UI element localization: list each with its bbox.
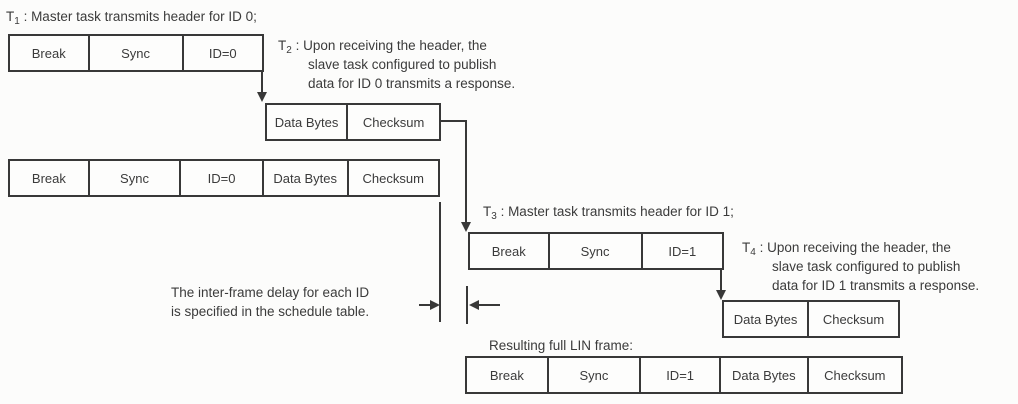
cell-id1: ID=1	[668, 243, 697, 259]
arrow-down-icon	[461, 222, 471, 232]
t4-text-line3: data for ID 1 transmits a response.	[772, 278, 980, 293]
interframe-text-line1: The inter-frame delay for each ID	[171, 285, 370, 300]
t2-text-line1: : Upon receiving the header, the	[291, 38, 487, 53]
arrow-left-icon	[469, 300, 479, 310]
connector-response0-horizontal-line	[441, 120, 467, 122]
note-t4: T4 : Upon receiving the header, the slav…	[742, 238, 979, 295]
cell-checksum: Checksum	[822, 311, 885, 327]
cell-break: Break	[10, 36, 90, 70]
note-t1: T1 : Master task transmits header for ID…	[6, 7, 257, 27]
t4-label: T	[742, 240, 751, 255]
t2-text-line3: data for ID 0 transmits a response.	[308, 76, 516, 91]
cell-break: Break	[10, 161, 90, 195]
t3-text: : Master task transmits header for ID 1;	[496, 204, 734, 219]
arrow-down-icon	[257, 92, 267, 102]
cell-break: Break	[470, 234, 550, 268]
t2-label: T	[278, 38, 287, 53]
note-t3: T3 : Master task transmits header for ID…	[483, 202, 734, 222]
t1-text: : Master task transmits header for ID 0;	[19, 9, 257, 24]
cell-sync: Sync	[549, 358, 642, 392]
cell-checksum: Checksum	[362, 114, 425, 130]
arrow-header0-to-response0-line	[261, 71, 263, 93]
frame-response-id0: Data Bytes Checksum	[265, 103, 441, 141]
cell-sync: Sync	[550, 234, 643, 268]
frame-header-id1: Break Sync ID=1	[468, 232, 724, 270]
cell-sync: Sync	[90, 36, 184, 70]
t4-text-line1: : Upon receiving the header, the	[755, 240, 951, 255]
t4-subscript: 4	[750, 247, 756, 258]
cell-sync: Sync	[90, 161, 182, 195]
frame-full-id1: Break Sync ID=1 Data Bytes Checksum	[465, 356, 903, 394]
cell-id1: ID=1	[641, 358, 722, 392]
t2-text-line2: slave task configured to publish	[308, 57, 497, 72]
t3-subscript: 3	[491, 211, 497, 222]
delay-marker-right-line	[466, 286, 468, 324]
cell-data-bytes: Data Bytes	[267, 105, 349, 139]
cell-id0: ID=0	[181, 161, 264, 195]
cell-data-bytes: Data Bytes	[721, 358, 809, 392]
t3-label: T	[483, 204, 492, 219]
arrow-down-icon	[716, 290, 726, 300]
cell-checksum: Checksum	[824, 367, 886, 383]
delay-arrow-left-shaft	[478, 304, 500, 306]
t2-subscript: 2	[286, 45, 292, 56]
frame-header-id0: Break Sync ID=0	[8, 34, 264, 72]
frame-response-id1: Data Bytes Checksum	[722, 300, 900, 338]
delay-marker-left-line	[439, 202, 441, 322]
note-t2: T2 : Upon receiving the header, the slav…	[278, 36, 515, 93]
arrow-right-icon	[430, 300, 440, 310]
frame-full-id0: Break Sync ID=0 Data Bytes Checksum	[8, 159, 440, 197]
cell-data-bytes: Data Bytes	[264, 161, 349, 195]
t1-subscript: 1	[14, 16, 20, 27]
delay-arrow-right-shaft	[419, 304, 432, 306]
resulting-frame-label: Resulting full LIN frame:	[489, 336, 633, 355]
arrow-header1-to-response1-line	[720, 269, 722, 291]
cell-data-bytes: Data Bytes	[724, 302, 810, 336]
interframe-text-line2: is specified in the schedule table.	[171, 304, 370, 319]
cell-id0: ID=0	[208, 45, 237, 61]
note-interframe-delay: The inter-frame delay for each ID is spe…	[171, 283, 369, 321]
resulting-frame-text: Resulting full LIN frame:	[489, 338, 634, 353]
cell-break: Break	[467, 358, 549, 392]
t1-label: T	[6, 9, 15, 24]
cell-checksum: Checksum	[362, 170, 424, 186]
t4-text-line2: slave task configured to publish	[772, 259, 961, 274]
connector-response0-vertical-line	[465, 120, 467, 223]
